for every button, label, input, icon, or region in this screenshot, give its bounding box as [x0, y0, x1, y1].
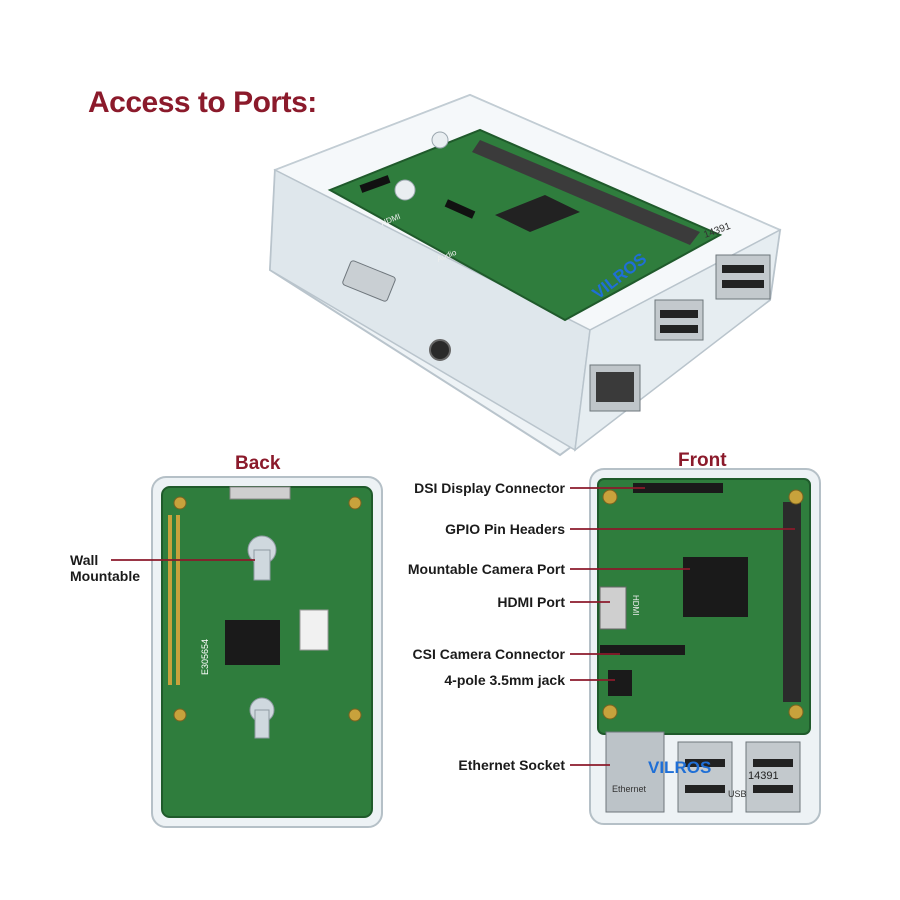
back-view-illustration: E305654 — [151, 476, 383, 828]
callout-audio-jack: 4-pole 3.5mm jack — [444, 672, 565, 688]
callout-wall-line1: Wall — [70, 552, 99, 568]
front-hdmi-mark: HDMI — [631, 595, 640, 615]
callout-ethernet-socket: Ethernet Socket — [458, 757, 565, 773]
front-view-illustration: VILROS 14391 Ethernet USB HDMI — [589, 468, 821, 825]
front-serial-mark: 14391 — [748, 770, 779, 782]
back-view-title: Back — [235, 453, 281, 474]
front-brand-mark: VILROS — [648, 758, 711, 777]
case-ports — [342, 254, 771, 412]
back-board-mark: E305654 — [200, 639, 210, 675]
board-top-view — [327, 128, 723, 322]
callout-hdmi-port: HDMI Port — [497, 594, 565, 610]
callout-gpio-pin-headers: GPIO Pin Headers — [445, 521, 565, 537]
callout-mountable-camera-port: Mountable Camera Port — [407, 561, 565, 577]
front-usb-mark: USB — [728, 789, 747, 799]
callout-csi-camera-connector: CSI Camera Connector — [412, 646, 565, 662]
front-ethernet-mark: Ethernet — [612, 784, 647, 794]
callout-wall-line2: Mountable — [70, 568, 140, 584]
callout-dsi-display-connector: DSI Display Connector — [414, 480, 565, 496]
callout-wall-mountable: Wall Mountable — [70, 552, 140, 584]
front-view-title: Front — [678, 450, 727, 471]
page-title: Access to Ports: — [88, 86, 317, 119]
